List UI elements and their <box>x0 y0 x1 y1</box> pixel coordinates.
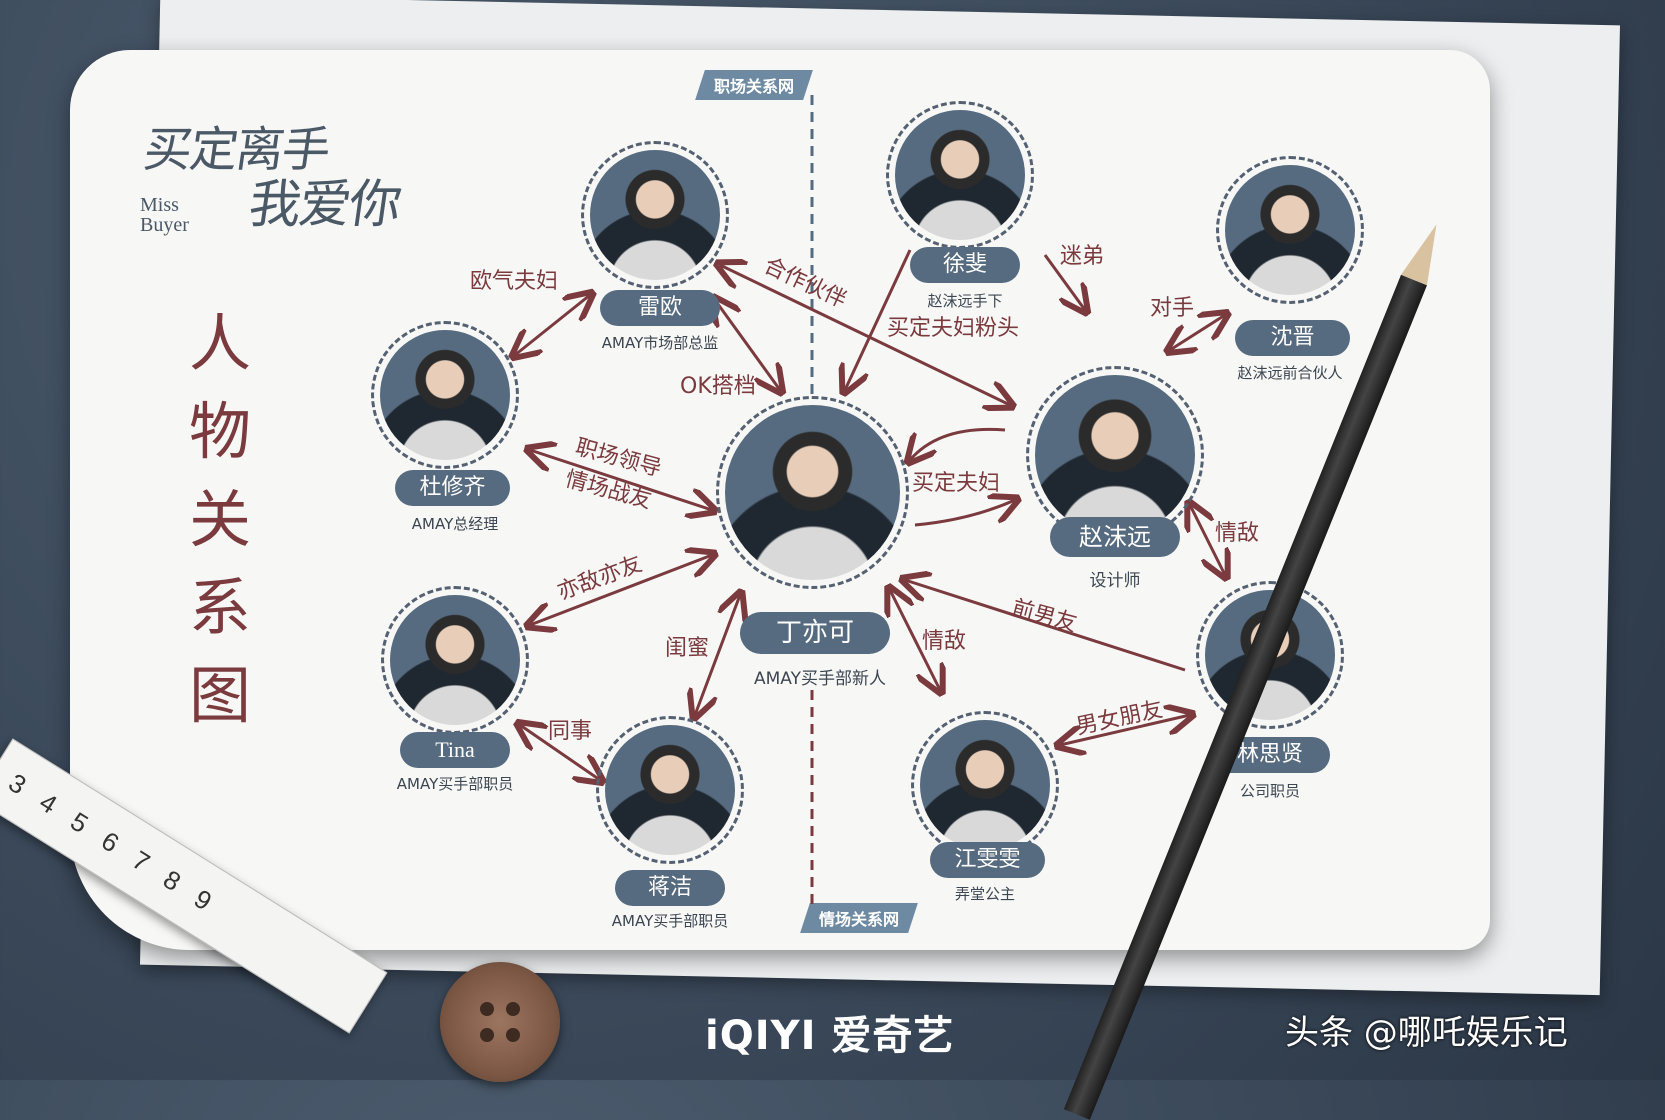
iqiyi-logo: iQIYI 爱奇艺 <box>705 1013 955 1059</box>
jiangjie-avatar <box>596 716 744 864</box>
zhaomoyuan-name: 赵沫远 <box>1050 517 1180 557</box>
duxiuqi-avatar <box>371 321 519 469</box>
relation-label: 情敌 <box>1215 521 1260 546</box>
jiangjie-name: 蒋洁 <box>615 870 725 906</box>
vertical-title: 人物关系图 <box>188 307 251 732</box>
relation-label: 闺蜜 <box>665 636 710 661</box>
duxiuqi-role: AMAY总经理 <box>411 515 499 533</box>
relation-label: 同事 <box>548 719 593 744</box>
dingyike-role: AMAY买手部新人 <box>754 669 886 689</box>
shenjin-name: 沈晋 <box>1235 320 1350 356</box>
zhaomoyuan-avatar <box>1026 366 1204 544</box>
dingyike-avatar <box>716 396 909 589</box>
relation-label: 迷弟 <box>1060 244 1105 269</box>
tina-name: Tina <box>400 732 510 768</box>
leiou-role: AMAY市场部总监 <box>601 334 719 352</box>
toutiao-watermark: 头条 @哪吒娱乐记 <box>1285 1013 1568 1053</box>
jiangwenwen-role: 弄堂公主 <box>954 885 1015 903</box>
jiangjie-role: AMAY买手部职员 <box>611 912 729 930</box>
tina-avatar <box>381 586 529 734</box>
sewing-button <box>440 962 560 1082</box>
xufei-name: 徐斐 <box>910 247 1020 283</box>
leiou-avatar <box>581 141 729 289</box>
duxiuqi-name: 杜修齐 <box>395 470 510 506</box>
jiangwenwen-name: 江雯雯 <box>930 842 1045 878</box>
tina-role: AMAY买手部职员 <box>396 775 514 793</box>
show-logo: 买定离手 我爱你 Miss Buyer <box>140 110 460 250</box>
xufei-role: 赵沫远手下 <box>927 292 1003 310</box>
dingyike-name: 丁亦可 <box>740 612 890 654</box>
shenjin-role: 赵沫远前合伙人 <box>1237 364 1343 382</box>
jiangwenwen-avatar <box>911 711 1059 859</box>
relation-label: 买定夫妇粉头 <box>887 316 1020 341</box>
zhaomoyuan-role: 设计师 <box>1089 571 1141 591</box>
linsixian-role: 公司职员 <box>1239 782 1300 800</box>
relation-label: OK搭档 <box>680 374 756 399</box>
logo-english: Miss Buyer <box>140 194 189 236</box>
relation-label: 对手 <box>1150 296 1195 321</box>
leiou-name: 雷欧 <box>600 290 720 326</box>
shenjin-avatar <box>1216 156 1364 304</box>
relation-arrows <box>0 95 1665 905</box>
relation-label: 欧气夫妇 <box>470 269 559 294</box>
relation-label: 情敌 <box>922 629 967 654</box>
xufei-avatar <box>886 101 1034 249</box>
relation-label: 买定夫妇 <box>912 471 1001 496</box>
